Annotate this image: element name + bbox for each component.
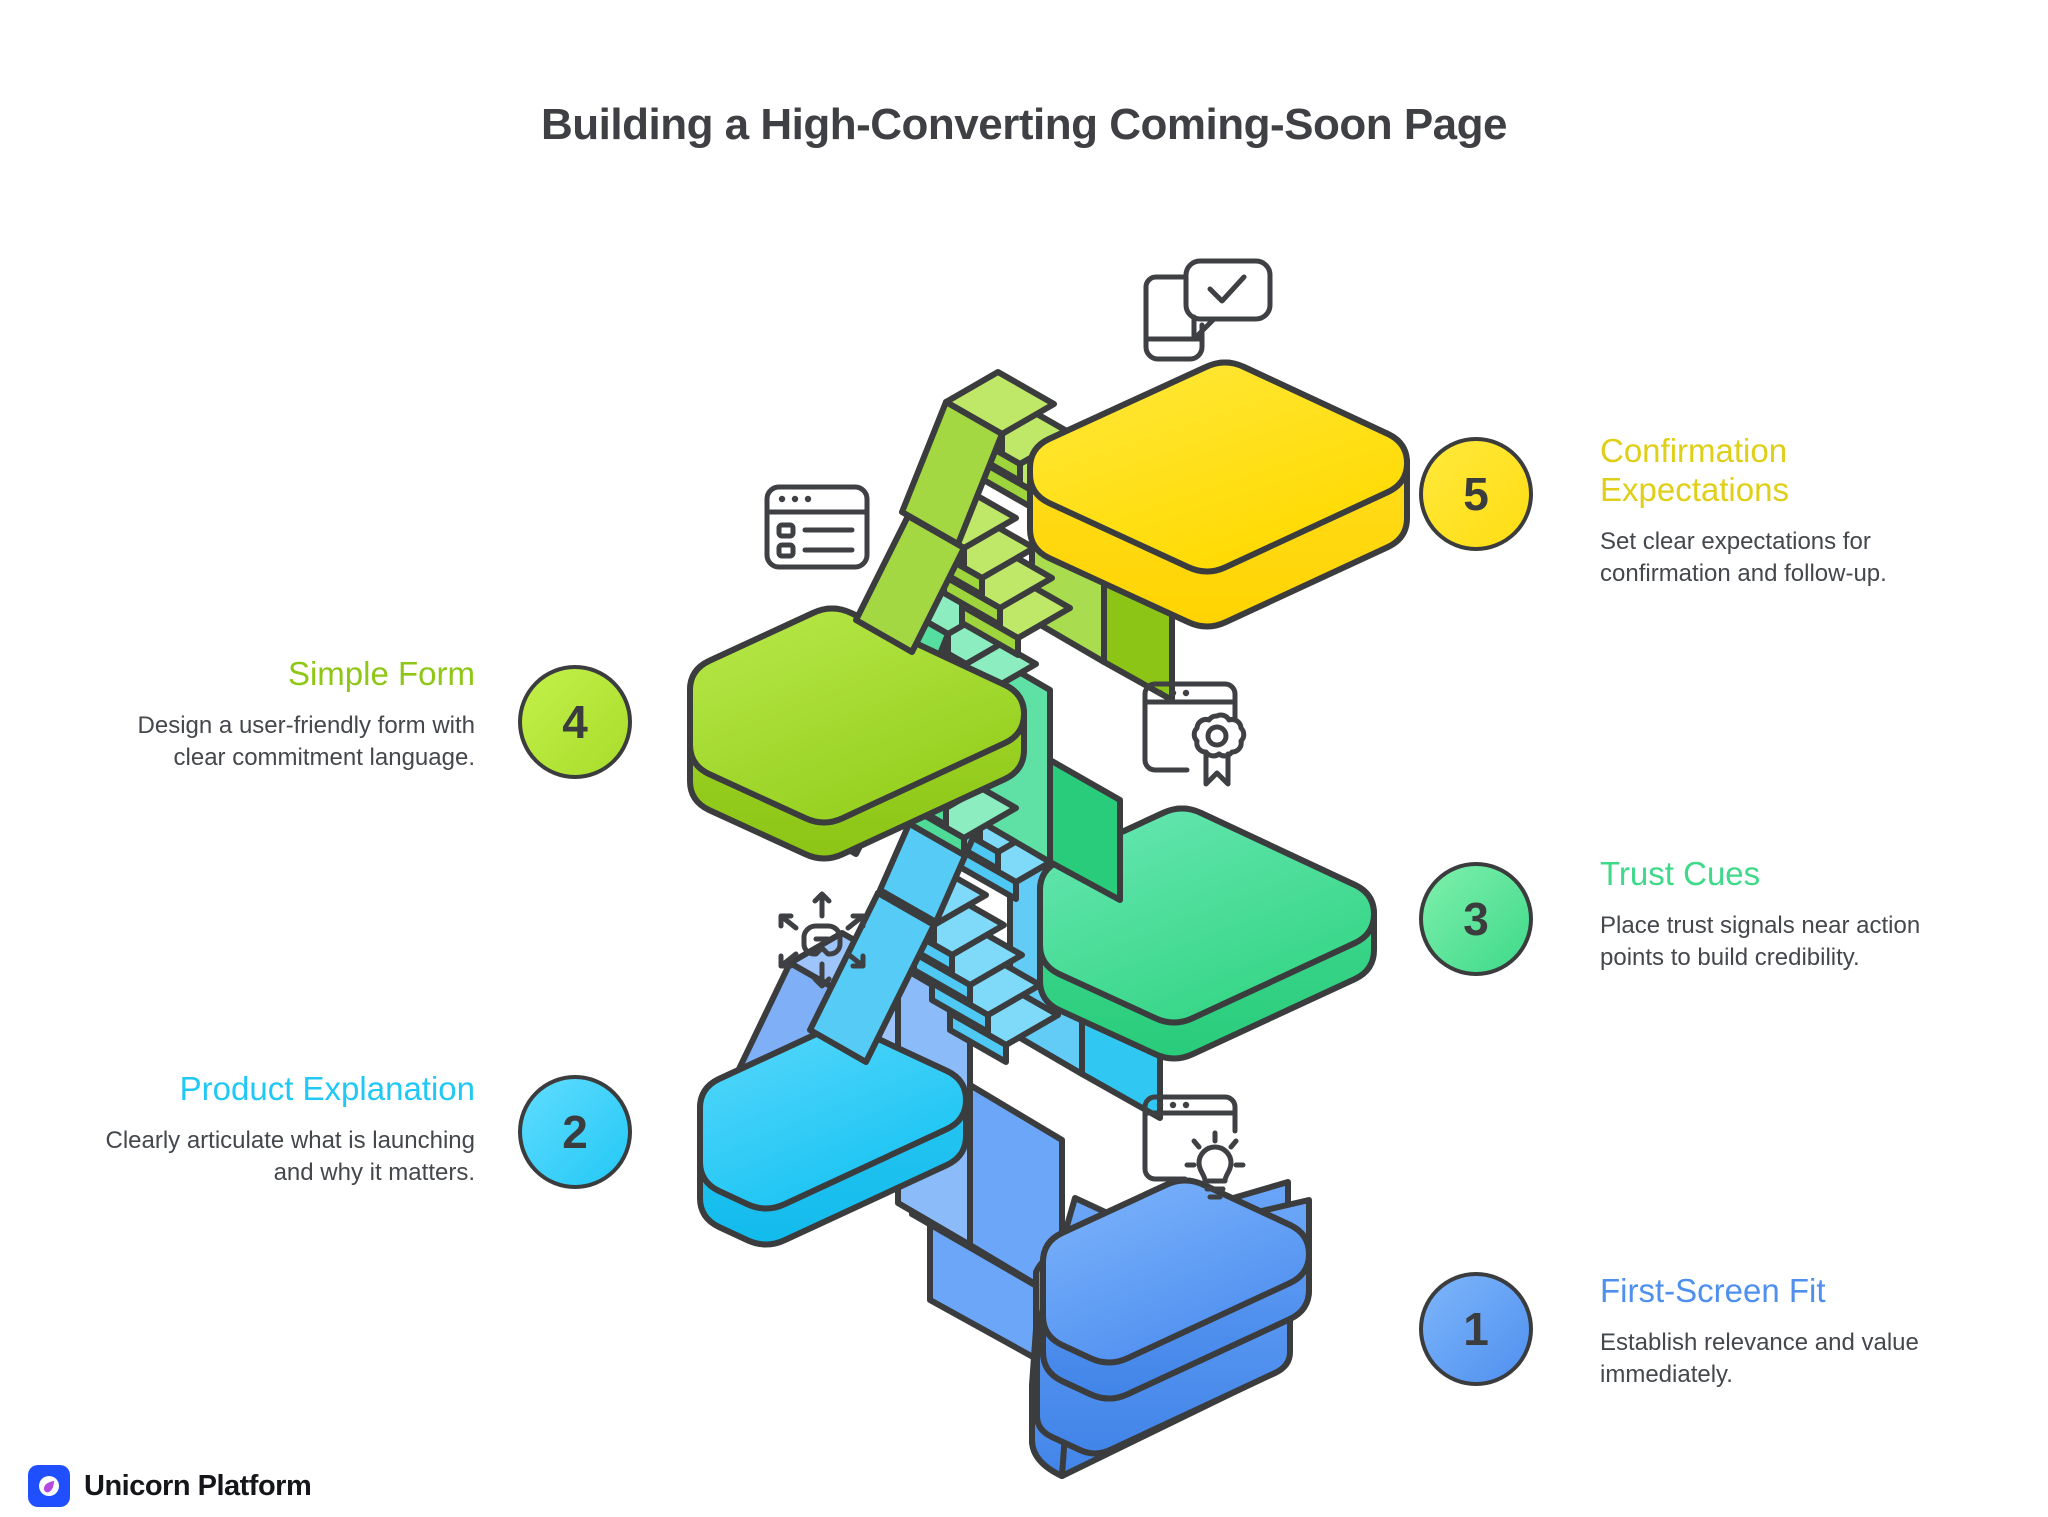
certificate-badge-icon xyxy=(1142,681,1247,787)
step-block-1: First-Screen Fit Establish relevance and… xyxy=(1600,1272,1972,1391)
droplet-glyph xyxy=(39,1476,59,1496)
step-title-1: First-Screen Fit xyxy=(1600,1272,1826,1309)
brand-footer: Unicorn Platform xyxy=(28,1465,312,1507)
step-badge-3[interactable]: 3 xyxy=(1419,862,1533,976)
form-window-icon xyxy=(764,484,870,570)
step-title-2: Product Explanation xyxy=(179,1070,475,1107)
step-title-5: Confirmation Expectations xyxy=(1600,432,1789,508)
step-badge-5[interactable]: 5 xyxy=(1419,437,1533,551)
lightbulb-window-icon xyxy=(1142,1094,1246,1200)
step-badge-1[interactable]: 1 xyxy=(1419,1272,1533,1386)
step-desc-4: Design a user-friendly form with clear c… xyxy=(137,711,475,771)
platform-5 xyxy=(1027,359,1410,630)
step-desc-2: Clearly articulate what is launching and… xyxy=(105,1126,475,1186)
step-desc-3: Place trust signals near action points t… xyxy=(1600,911,1921,971)
step-title-4: Simple Form xyxy=(287,655,475,692)
vr-headset-expand-icon xyxy=(778,891,866,989)
step-block-5: Confirmation Expectations Set clear expe… xyxy=(1600,432,1972,590)
step-block-4: Simple Form Design a user-friendly form … xyxy=(120,655,475,774)
step-block-3: Trust Cues Place trust signals near acti… xyxy=(1600,855,1972,974)
brand-name: Unicorn Platform xyxy=(84,1469,312,1502)
step-badge-4[interactable]: 4 xyxy=(518,665,632,779)
step-desc-1: Establish relevance and value immediatel… xyxy=(1600,1328,1919,1388)
platform-4 xyxy=(687,605,1027,862)
step-desc-5: Set clear expectations for confirmation … xyxy=(1600,527,1887,587)
step-block-2: Product Explanation Clearly articulate w… xyxy=(95,1070,475,1189)
platform-1 xyxy=(1029,1177,1312,1479)
phone-confirmation-icon xyxy=(1143,258,1273,362)
platform-2 xyxy=(697,1023,969,1248)
unicorn-platform-logo-icon xyxy=(28,1465,70,1507)
step-badge-2[interactable]: 2 xyxy=(518,1075,632,1189)
step-title-3: Trust Cues xyxy=(1600,855,1761,892)
page-title: Building a High-Converting Coming-Soon P… xyxy=(540,100,1508,149)
platform-3 xyxy=(1037,805,1377,1062)
